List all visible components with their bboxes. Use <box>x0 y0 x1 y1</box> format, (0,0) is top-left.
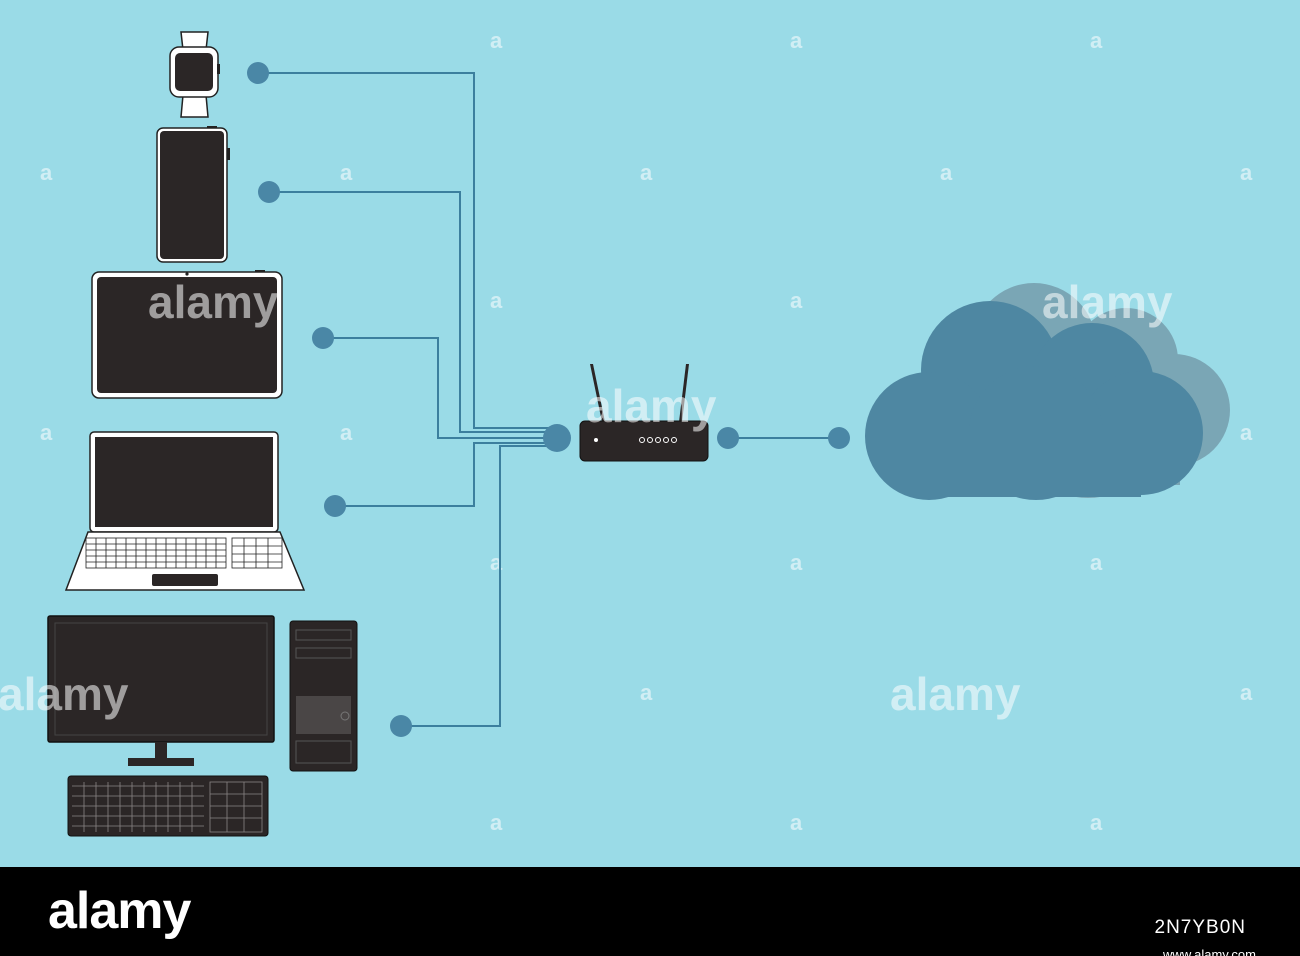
watermark-mark: a <box>490 288 503 313</box>
watermark-mark: a <box>1240 420 1253 445</box>
watermark-mark: a <box>1090 810 1103 835</box>
watermark-mark: a <box>1240 680 1253 705</box>
smartwatch-icon <box>169 31 220 118</box>
image-code: 2N7YB0N <box>1154 917 1246 938</box>
connector-lines <box>258 72 839 727</box>
watermark-logo: alamy <box>0 668 129 720</box>
watermark-mark: a <box>340 160 353 185</box>
watermark-mark: a <box>1240 160 1253 185</box>
connector-tablet <box>323 337 556 439</box>
watermark-mark: a <box>640 680 653 705</box>
watermark-mark: a <box>490 28 503 53</box>
connector-watch <box>258 72 556 429</box>
node-dot <box>543 424 571 452</box>
connector-desktop <box>401 445 556 727</box>
watermark-logo: alamy <box>1042 276 1173 328</box>
watermark-mark: a <box>790 810 803 835</box>
node-dot <box>258 181 280 203</box>
watermark-mark: a <box>790 550 803 575</box>
watermark-mark: a <box>490 810 503 835</box>
node-dot <box>717 427 739 449</box>
footer-url: www.alamy.com <box>1163 947 1256 956</box>
connector-phone <box>269 191 556 433</box>
watermark-mark: a <box>40 420 53 445</box>
watermark-mark: a <box>40 160 53 185</box>
footer-bar: alamy 2N7YB0N www.alamy.com <box>0 867 1300 956</box>
connector-laptop <box>335 442 556 507</box>
tablet-icon: alamy <box>91 270 283 399</box>
laptop-icon <box>64 431 306 591</box>
cloud-body <box>865 301 1203 500</box>
watermark-mark: a <box>640 160 653 185</box>
watermark-logo: alamy <box>586 380 717 432</box>
watermark-mark: a <box>1090 550 1103 575</box>
watermark-mark: a <box>340 420 353 445</box>
watermark-mark: a <box>1090 28 1103 53</box>
watermark-mark: a <box>790 28 803 53</box>
cloud-icon: alamy <box>865 276 1230 500</box>
smartphone-icon <box>156 126 230 263</box>
watermark-mark: a <box>790 288 803 313</box>
footer-logo: alamy <box>48 882 191 940</box>
desktop-computer-icon: alamy <box>0 615 358 837</box>
diagram-canvas: a a a a a a a a a a a a a a a a a a a a … <box>0 28 1253 837</box>
watermark-logo: alamy <box>890 668 1021 720</box>
watermark-layer: a a a a a a a a a a a a a a a a a a a a … <box>40 28 1253 835</box>
node-dot <box>828 427 850 449</box>
node-dot <box>390 715 412 737</box>
node-dot <box>312 327 334 349</box>
node-dot <box>324 495 346 517</box>
node-dots <box>247 62 850 737</box>
router-icon: alamy <box>579 364 717 462</box>
node-dot <box>247 62 269 84</box>
watermark-mark: a <box>490 550 503 575</box>
watermark-mark: a <box>940 160 953 185</box>
watermark-logo: alamy <box>148 276 279 328</box>
